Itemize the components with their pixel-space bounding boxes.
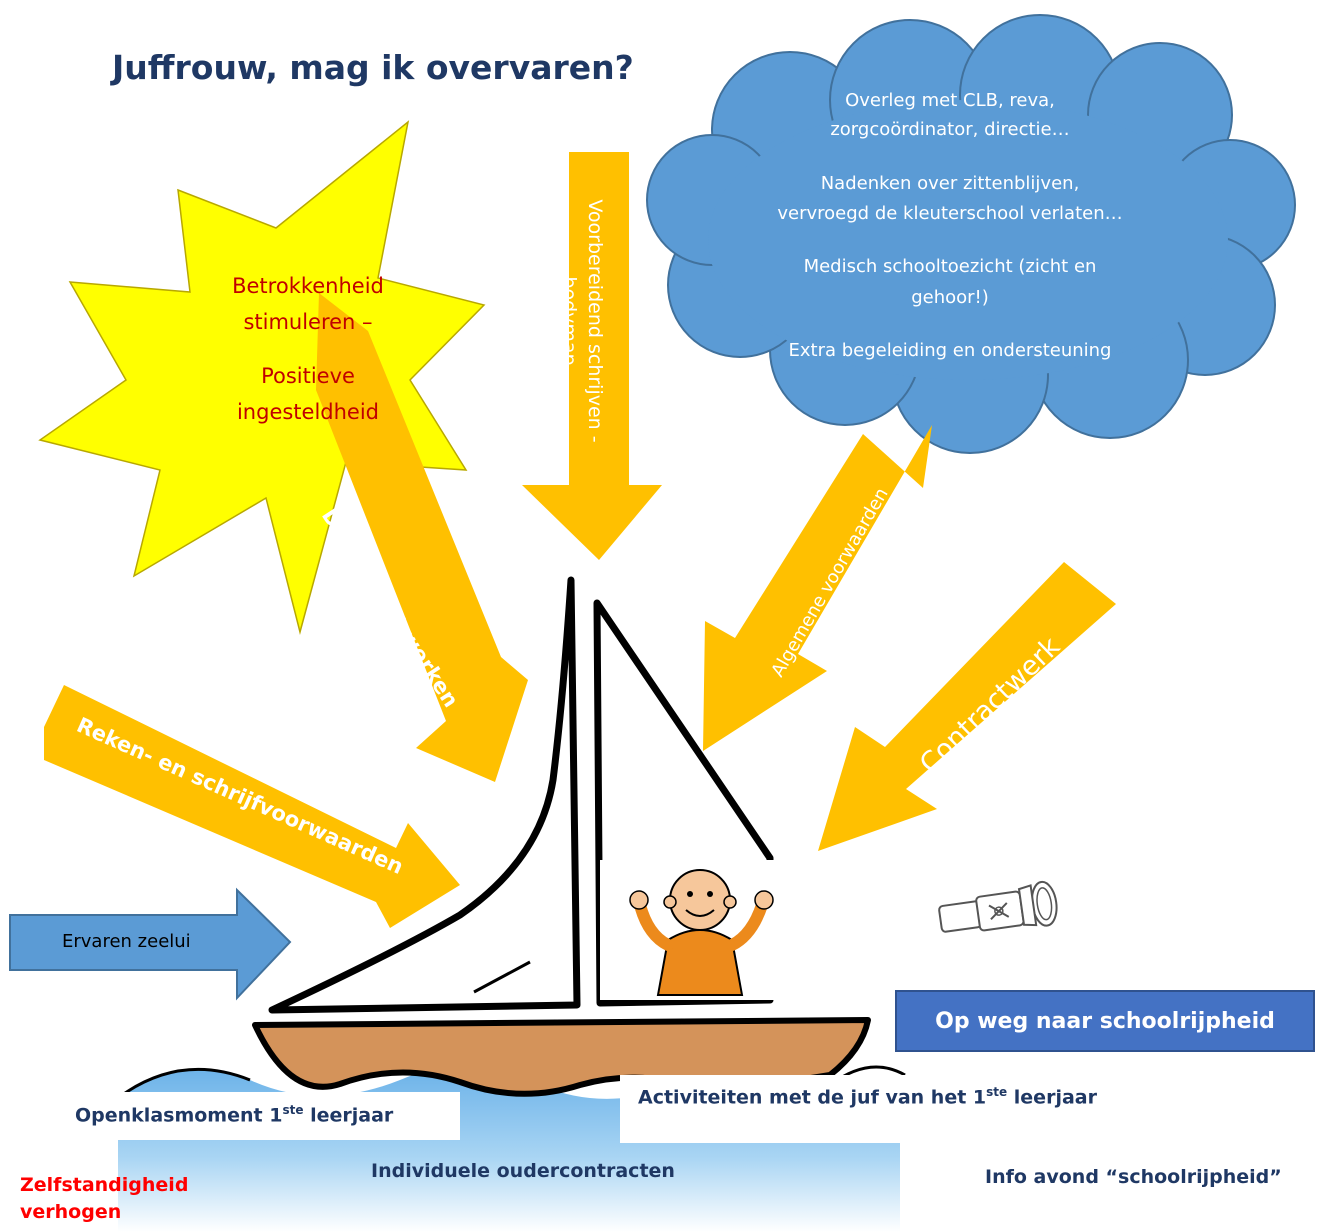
label-backdrop [620,1075,1180,1143]
cloud-line: Overleg met CLB, reva, [845,90,1055,111]
arrow-label-bodymap: bodymap [558,276,580,366]
arrow-algemene [703,425,932,751]
arrow-reken [44,685,460,928]
cloud-shape [646,14,1296,454]
arrow-doelgericht [316,293,528,782]
info-avond-label: Info avond “schoolrijpheid” [985,1166,1282,1188]
sun-text-line: Betrokkenheid [232,274,384,298]
label-backdrop [0,1092,460,1140]
left-sail [268,576,581,1014]
cloud-line: zorgcoördinator, directie… [830,119,1070,140]
cloud-line: gehoor!) [911,287,989,308]
activiteiten-label: Activiteiten met de juf van het 1ste lee… [638,1085,1097,1109]
openklasmoment-label: Openklasmoment 1ste leerjaar [75,1103,394,1127]
child-figure [629,869,774,996]
wave-line [117,1067,251,1100]
arrow-ervaren [9,887,292,1001]
sail-seam [473,960,531,994]
sun-text-line: Positieve [261,364,355,388]
page-title: Juffrouw, mag ik overvaren? [112,48,634,87]
arrow-contractwerk [818,562,1116,851]
arrow-voorbereidend [522,152,662,560]
sun-text-line: ingesteldheid [236,400,380,424]
cloud-line: Medisch schooltoezicht (zicht en [803,256,1097,277]
oudercontracten-label: Individuele oudercontracten [371,1160,675,1182]
cloud-line: Extra begeleiding en ondersteuning [788,340,1112,361]
schoolrijpheid-badge: Op weg naar schoolrijpheid [895,990,1315,1052]
arrow-label-voorbereidend: Voorbereidend schrijven - [584,199,606,443]
cloud-line: Nadenken over zittenblijven, [820,173,1080,194]
cloud-line: vervroegd de kleuterschool verlaten… [777,203,1123,224]
arrow-label-ervaren: Ervaren zeelui [62,931,191,952]
sun-burst [38,120,486,635]
telescope-icon [938,880,1058,933]
sun-text-line: stimuleren – [243,310,373,334]
